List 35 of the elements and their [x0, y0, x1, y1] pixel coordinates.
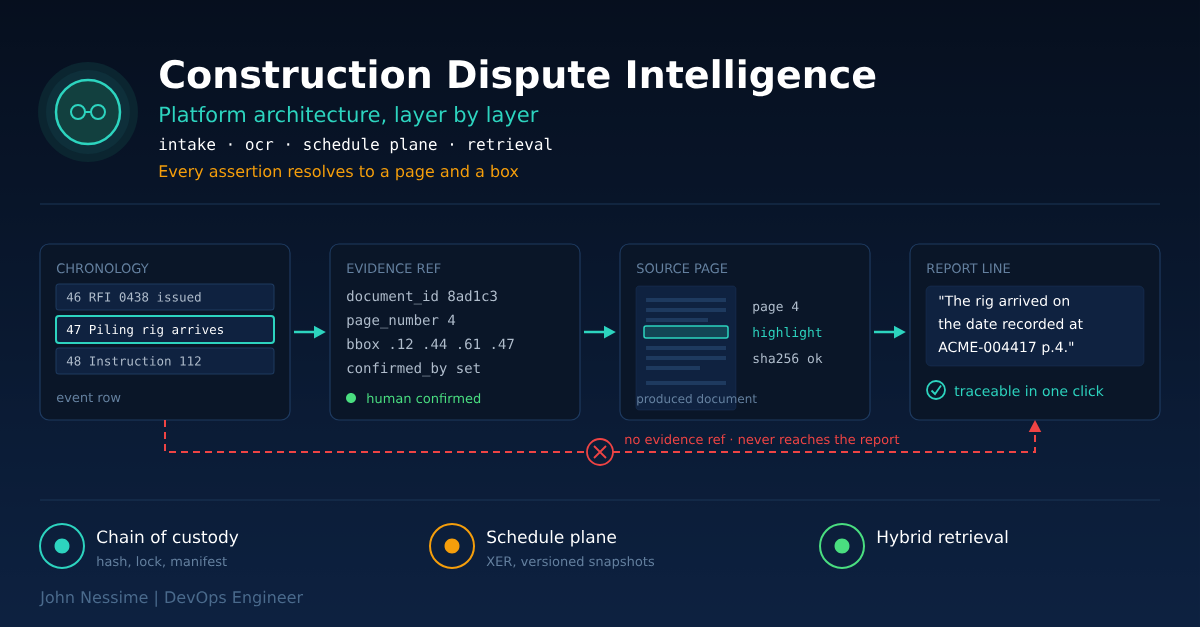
- row-text: 46 RFI 0438 issued: [66, 292, 201, 302]
- feature-title: Schedule plane: [487, 530, 616, 547]
- error-icon: [586, 438, 614, 466]
- quote-box: [925, 285, 1145, 367]
- status-text: traceable in one click: [954, 385, 1104, 397]
- field-line: confirmed_by set: [347, 362, 480, 377]
- title: Construction Dispute Intelligence: [160, 59, 876, 97]
- field-line: sha256 ok: [753, 353, 823, 364]
- document-caption: produced document: [637, 393, 757, 406]
- card-heading: EVIDENCE REF: [347, 263, 441, 274]
- field-line: page_number 4: [347, 314, 456, 329]
- subtitle: Platform architecture, layer by layer: [160, 106, 539, 127]
- field-line: highlight: [753, 327, 822, 340]
- field-line: document_id 8ad1c3: [347, 290, 497, 305]
- feature-note: XER, versioned snapshots: [486, 556, 655, 569]
- event-row: [55, 283, 275, 311]
- card-note: event row: [56, 392, 121, 403]
- field-line: bbox .12 .44 .61 .47: [347, 338, 514, 350]
- card-heading: REPORT LINE: [927, 263, 1010, 274]
- tagline: intake · ocr · schedule plane · retrieval: [159, 137, 552, 154]
- status-text: human confirmed: [367, 393, 481, 404]
- card-heading: SOURCE PAGE: [637, 263, 728, 274]
- row-text: 47 Piling rig arrives: [66, 324, 223, 337]
- row-text: 48 Instruction 112: [66, 356, 201, 366]
- author-line: John Nessime | DevOps Engineer: [39, 590, 304, 607]
- event-row: [55, 315, 275, 344]
- feature-title: Chain of custody: [97, 530, 239, 547]
- feature-title: Hybrid retrieval: [877, 530, 1008, 547]
- edge-label: no evidence ref · never reaches the report: [625, 434, 900, 447]
- card-heading: CHRONOLOGY: [56, 263, 149, 274]
- tagline: Every assertion resolves to a page and a box: [159, 164, 519, 181]
- event-row: [55, 347, 275, 375]
- feature-note: hash, lock, manifest: [97, 556, 227, 568]
- field-line: page 4: [753, 301, 799, 314]
- quote-text: "The rig arrived on the date recorded at ACME-004417 p.4.": [938, 295, 1083, 355]
